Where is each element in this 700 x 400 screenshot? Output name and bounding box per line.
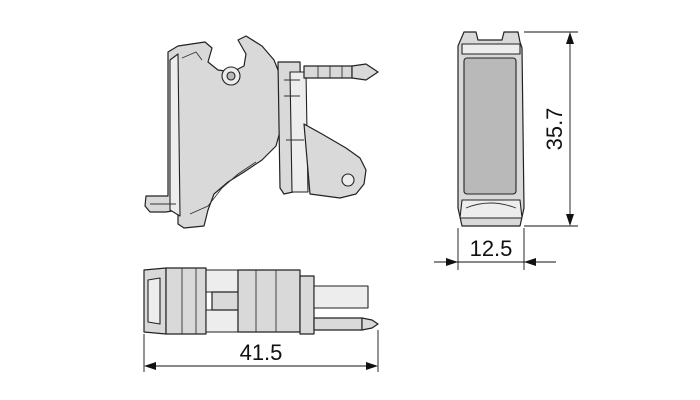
side-view [144,35,379,229]
dimension-width: 12.5 [434,228,556,270]
dimension-length-label: 41.5 [240,340,283,365]
dimension-height: 35.7 [524,31,578,227]
front-view [457,31,525,227]
dimension-length: 41.5 [143,330,379,372]
dimension-height-label: 35.7 [542,108,567,151]
dimension-width-label: 12.5 [470,236,513,261]
top-view [143,267,379,335]
